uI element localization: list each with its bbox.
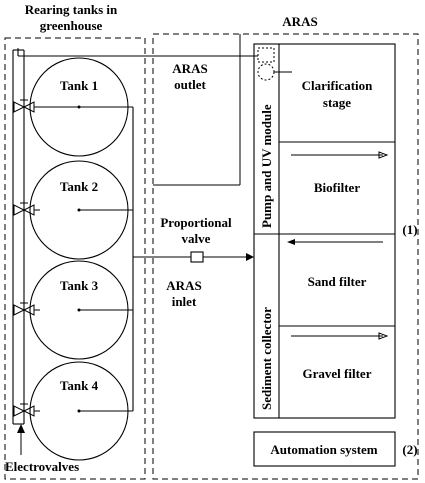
valve-label-line1: Proportional <box>160 215 232 230</box>
electrovalves-label: Electrovalves <box>5 459 79 474</box>
tank-2-label: Tank 2 <box>60 179 98 194</box>
valve-label-line2: valve <box>182 231 211 246</box>
aras-outlet-label-line1: ARAS <box>172 61 207 76</box>
biofilter-label: Biofilter <box>314 180 360 195</box>
automation-system-label: Automation system <box>270 442 377 457</box>
tank-4: Tank 4 <box>29 361 133 461</box>
electrovalve-4 <box>13 403 40 417</box>
electrovalve-2 <box>13 202 40 216</box>
tank-3: Tank 3 <box>29 260 133 360</box>
electrovalves-arrowhead <box>17 424 25 433</box>
sand-filter-label: Sand filter <box>308 274 367 289</box>
sediment-collector-label: Sediment collector <box>259 307 274 410</box>
aras-treatment-unit <box>253 43 396 419</box>
tank-3-label: Tank 3 <box>60 278 99 293</box>
pump-uv-module-label: Pump and UV module <box>259 104 274 228</box>
gravel-filter-label: Gravel filter <box>303 366 372 381</box>
aras-inlet-arrowhead <box>246 253 254 261</box>
greenhouse-boundary <box>4 37 146 480</box>
uv-module-symbol <box>257 47 275 63</box>
biofilter-flow-arrow <box>291 151 389 159</box>
electrovalve-1 <box>13 99 79 113</box>
tank-1-label: Tank 1 <box>60 78 98 93</box>
aras-inlet-label-line1: ARAS <box>166 278 201 293</box>
tank-4-label: Tank 4 <box>60 378 99 393</box>
clarification-label-line1: Clarification <box>302 78 374 93</box>
tank-2: Tank 2 <box>29 160 133 260</box>
automation-system-box <box>253 431 396 467</box>
marker-1: (1) <box>402 222 417 237</box>
aras-inlet-label-line2: inlet <box>172 294 197 309</box>
clarification-label-line2: stage <box>323 95 351 110</box>
electrovalve-3 <box>13 302 40 316</box>
greenhouse-title-line2: greenhouse <box>40 18 103 33</box>
gravel-filter-flow-arrow <box>291 332 389 340</box>
marker-2: (2) <box>402 442 417 457</box>
greenhouse-title-line1: Rearing tanks in <box>25 2 118 17</box>
tank-1: Tank 1 <box>29 57 133 157</box>
pump-symbol <box>257 63 275 81</box>
sand-filter-flow-arrow <box>287 239 383 245</box>
aras-outlet-label-line2: outlet <box>174 77 206 92</box>
aras-title: ARAS <box>282 14 317 29</box>
aras-boundary <box>152 33 419 480</box>
proportional-valve <box>190 251 204 263</box>
